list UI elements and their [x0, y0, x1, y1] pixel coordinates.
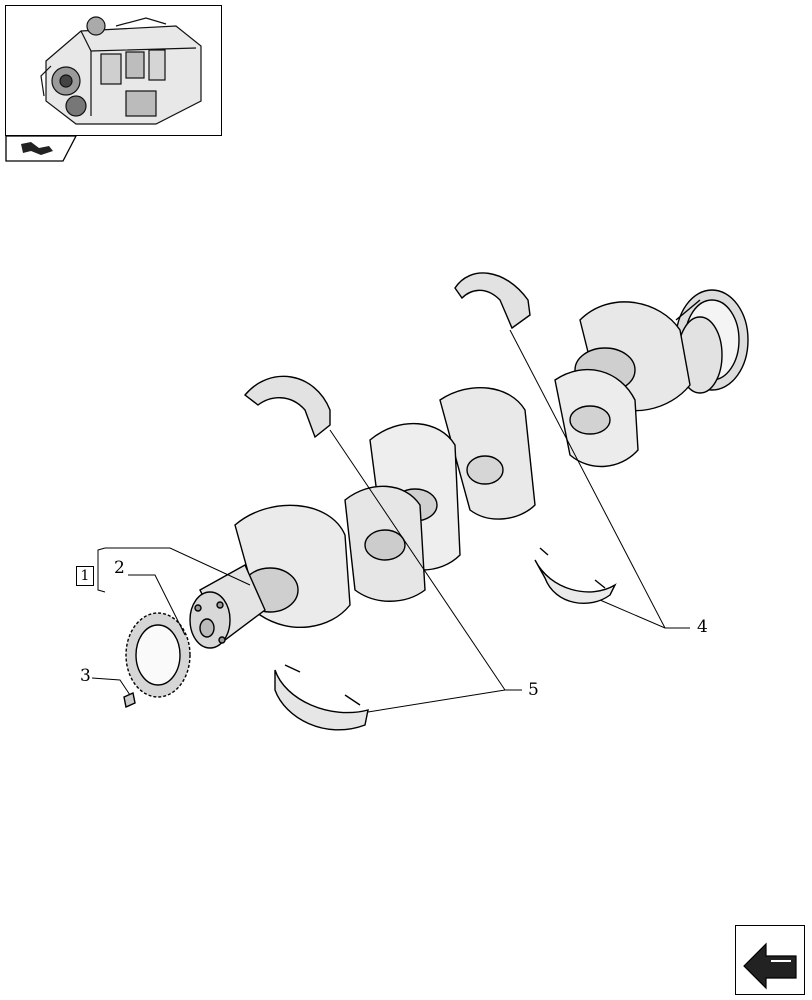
- main-bearing-lower-4: [534, 547, 617, 604]
- leader-1: [105, 547, 251, 586]
- main-bearing-lower-5: [274, 664, 369, 731]
- leader-5b: [367, 689, 522, 713]
- leader-4a: [509, 329, 666, 629]
- leader-5a: [329, 429, 506, 691]
- crank-web-4: [439, 387, 536, 520]
- kit-callout-1[interactable]: 1: [76, 566, 94, 586]
- crank-web-5: [554, 368, 639, 468]
- engine-thumbnail-tab[interactable]: [5, 135, 77, 162]
- callout-2[interactable]: 2: [114, 558, 125, 578]
- callout-5[interactable]: 5: [528, 680, 539, 700]
- leader-4b: [599, 599, 690, 629]
- leader-1-bracket: [97, 547, 106, 593]
- next-page-button[interactable]: [735, 925, 805, 995]
- rear-flange: [675, 289, 749, 394]
- callout-4[interactable]: 4: [697, 617, 708, 637]
- main-bearing-upper-4: [454, 272, 531, 330]
- callout-3[interactable]: 3: [80, 666, 91, 686]
- leader-2: [128, 574, 186, 636]
- arrow-next-icon: [743, 942, 797, 990]
- crank-web-1: [234, 504, 351, 628]
- arrow-back-icon: [5, 135, 77, 162]
- timing-gear: [125, 612, 191, 698]
- engine-thumbnail-frame[interactable]: [5, 5, 222, 136]
- crank-web-2: [344, 485, 426, 602]
- engine-thumbnail-image: [40, 16, 202, 125]
- main-bearing-upper-5: [243, 375, 331, 439]
- crankshaft-nose: [189, 564, 266, 649]
- leader-3: [91, 677, 131, 696]
